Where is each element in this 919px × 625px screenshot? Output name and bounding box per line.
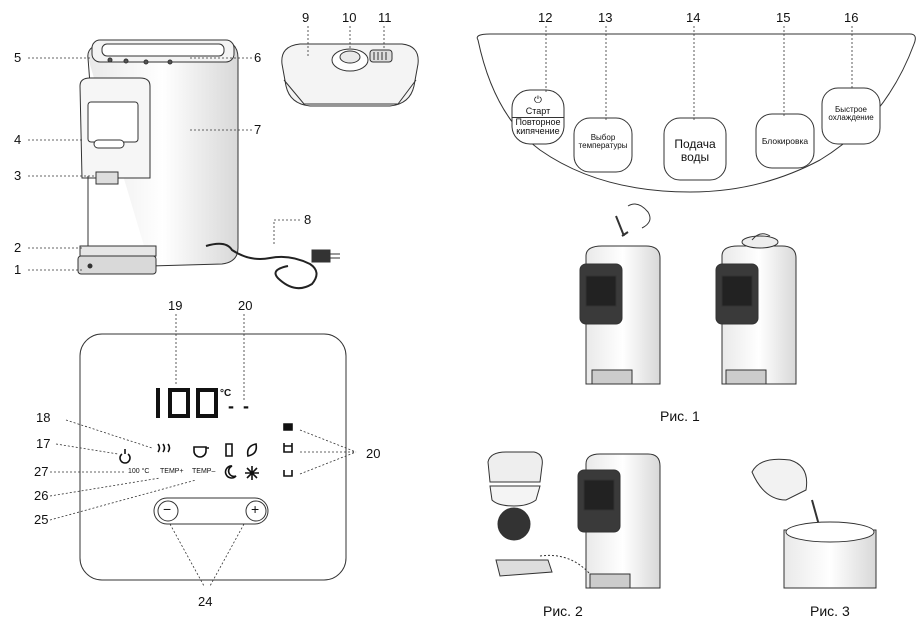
callout-12: 12 [538,10,553,25]
callout-14: 14 [686,10,701,25]
cool-label-line2: охлаждение [828,113,874,123]
start-label-line3: кипячение [516,126,560,137]
start-button-label: ⏻ Старт Повторное кипячение [512,95,564,137]
callout-10: 10 [342,10,357,25]
leaf-icon [246,443,258,457]
cup-icon [193,446,209,458]
temp-label-line1: Выбор [590,133,616,142]
callout-2: 2 [14,240,22,255]
label-100c: 100 °C [128,468,150,475]
callout-27: 27 [34,464,49,479]
start-label-line1: Старт [525,105,551,116]
power-icon: ⏻ [534,95,542,106]
callout-7: 7 [254,122,262,137]
leader-lines-display [49,314,357,587]
callout-26: 26 [34,488,49,503]
caption-fig1: Рис. 1 [660,408,700,424]
fig2-illustration [487,451,661,589]
water-level-low-icon [283,470,293,477]
water-dispense-button-label: Подача воды [664,138,726,163]
callout-5: 5 [14,50,22,65]
callout-20-right: 20 [366,446,381,461]
start-label-line2: Повторное [512,116,564,127]
lock-button-label: Блокировка [756,137,814,146]
callout-11: 11 [378,10,392,25]
callout-25: 25 [34,512,49,527]
callout-16: 16 [844,10,859,25]
callout-13: 13 [598,10,613,25]
bottle-icon [225,443,233,457]
temperature-unit: °C [220,388,232,399]
cool-label-line1: Быстрое [834,105,867,114]
callout-3: 3 [14,168,22,183]
callout-8: 8 [304,212,312,227]
water-level-full-icon [283,423,293,431]
plus-button[interactable]: + [251,501,260,517]
snowflake-icon [245,466,259,480]
fig1-illustration [579,203,797,385]
temp-label-line2: температуры [578,141,628,151]
display-icons [119,423,293,480]
leader-lines-panel [545,26,853,120]
leader-lines-main [28,57,300,271]
callout-18: 18 [36,410,51,425]
caption-fig2: Рис. 2 [543,603,583,619]
lid-illustration [281,43,419,107]
cool-button-label: Быстрое охлаждение [822,105,880,123]
lock-label: Блокировка [761,136,809,146]
temperature-digits [156,388,218,418]
callout-1: 1 [14,262,22,277]
heat-waves-icon [157,443,171,453]
callout-15: 15 [776,10,791,25]
water-label-line2: воды [680,149,710,164]
minus-button[interactable]: − [163,501,172,517]
display-panel-illustration [79,333,347,581]
control-panel-illustration [476,33,916,193]
callout-6: 6 [254,50,262,65]
moon-icon [224,465,237,479]
callout-4: 4 [14,132,22,147]
temp-select-button-label: Выбор температуры [574,133,632,151]
caption-fig3: Рис. 3 [810,603,850,619]
callout-17: 17 [36,436,51,451]
water-level-mid-icon [283,443,293,453]
callout-20-top: 20 [238,298,253,313]
power-icon [119,449,131,464]
callout-24: 24 [198,594,213,609]
leader-lines-lid [307,26,385,56]
label-temp-minus: TEMP– [192,468,216,475]
callout-19: 19 [168,298,183,313]
dispenser-main-illustration [77,39,340,290]
label-temp-plus: TEMP+ [160,468,184,475]
water-label-line1: Подача [674,137,716,151]
callout-9: 9 [302,10,310,25]
fig3-illustration [751,458,877,589]
water-level-dash: - - [228,396,251,416]
